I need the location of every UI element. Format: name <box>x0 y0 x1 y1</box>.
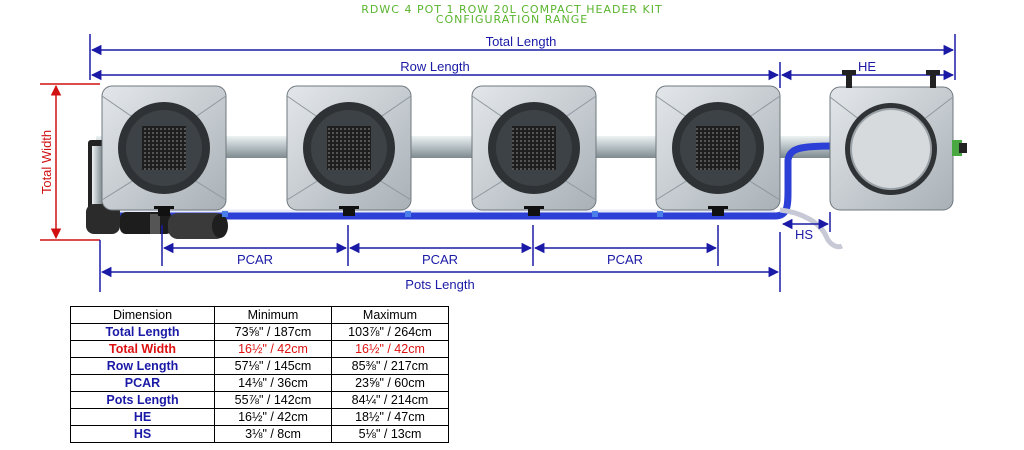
minimum-cell: 57⅛" / 145cm <box>214 357 332 375</box>
table-row: Total Width 16½" / 42cm 16½" / 42cm <box>70 340 449 358</box>
maximum-cell: 84¼" / 214cm <box>331 391 449 409</box>
pump <box>120 212 228 239</box>
total-length-dimension: Total Length <box>89 34 956 80</box>
header-tank <box>829 70 967 211</box>
dimension-cell: Total Length <box>70 323 215 341</box>
hs-dimension: HS <box>781 212 831 242</box>
pcar-label-2: PCAR <box>422 252 458 267</box>
grow-pot <box>286 85 412 216</box>
hose-connector <box>222 211 228 217</box>
diagram-title: RDWC 4 POT 1 ROW 20L COMPACT HEADER KIT <box>361 3 663 16</box>
diagram-subtitle: CONFIGURATION RANGE <box>435 13 589 26</box>
dimension-cell: Total Width <box>70 340 215 358</box>
minimum-cell: 16½" / 42cm <box>214 340 332 358</box>
hose-connector <box>592 211 598 217</box>
maximum-cell: 16½" / 42cm <box>331 340 449 358</box>
col-header-maximum: Maximum <box>331 306 449 324</box>
maximum-cell: 5⅛" / 13cm <box>331 425 449 443</box>
net-basket <box>696 126 740 170</box>
grow-pot <box>101 85 227 216</box>
dimension-cell: HS <box>70 425 215 443</box>
maximum-cell: 103⅞" / 264cm <box>331 323 449 341</box>
hs-label: HS <box>795 227 813 242</box>
maximum-cell: 85⅜" / 217cm <box>331 357 449 375</box>
table-row: HS 3⅛" / 8cm 5⅛" / 13cm <box>70 425 449 443</box>
dimension-cell: HE <box>70 408 215 426</box>
hose-connector <box>657 211 663 217</box>
hose-connector <box>405 211 411 217</box>
dimension-table: Dimension Minimum Maximum Total Length 7… <box>70 306 449 443</box>
table-row: Pots Length 55⅞" / 142cm 84¼" / 214cm <box>70 391 449 409</box>
minimum-cell: 55⅞" / 142cm <box>214 391 332 409</box>
minimum-cell: 3⅛" / 8cm <box>214 425 332 443</box>
pcar-label-1: PCAR <box>237 252 273 267</box>
dimension-cell: Pots Length <box>70 391 215 409</box>
table-header-row: Dimension Minimum Maximum <box>70 306 449 324</box>
net-basket <box>327 126 371 170</box>
row-length-dimension: Row Length <box>90 59 781 88</box>
col-header-dimension: Dimension <box>70 306 215 324</box>
col-header-minimum: Minimum <box>214 306 332 324</box>
maximum-cell: 23⅝" / 60cm <box>331 374 449 392</box>
pcar-dimensions: PCAR PCAR PCAR <box>161 225 719 267</box>
maximum-cell: 18½" / 47cm <box>331 408 449 426</box>
pots-length-dimension: Pots Length <box>99 232 781 292</box>
kit-diagram: Total Length Row Length HE Total Width <box>39 34 967 292</box>
pump-elbow <box>86 204 120 234</box>
dimension-cell: Row Length <box>70 357 215 375</box>
header-valve-left <box>846 72 852 88</box>
pots-length-label: Pots Length <box>405 277 474 292</box>
total-width-dimension: Total Width <box>39 83 100 241</box>
grow-pot <box>655 85 781 216</box>
pcar-label-3: PCAR <box>607 252 643 267</box>
table-row: HE 16½" / 42cm 18½" / 47cm <box>70 408 449 426</box>
minimum-cell: 14⅛" / 36cm <box>214 374 332 392</box>
he-label: HE <box>858 59 876 74</box>
minimum-cell: 73⅝" / 187cm <box>214 323 332 341</box>
row-length-label: Row Length <box>400 59 469 74</box>
table-row: Row Length 57⅛" / 145cm 85⅜" / 217cm <box>70 357 449 375</box>
total-width-label: Total Width <box>39 130 54 194</box>
table-row: Total Length 73⅝" / 187cm 103⅞" / 264cm <box>70 323 449 341</box>
net-basket <box>142 126 186 170</box>
header-pipe <box>96 136 831 158</box>
net-basket <box>512 126 556 170</box>
feed-hose <box>120 142 836 220</box>
grow-pot <box>471 85 597 216</box>
minimum-cell: 16½" / 42cm <box>214 408 332 426</box>
header-valve-right <box>930 72 936 88</box>
dimension-cell: PCAR <box>70 374 215 392</box>
he-dimension: HE <box>780 59 955 81</box>
total-length-label: Total Length <box>486 34 557 49</box>
table-row: PCAR 14⅛" / 36cm 23⅝" / 60cm <box>70 374 449 392</box>
header-fitting <box>952 140 962 156</box>
